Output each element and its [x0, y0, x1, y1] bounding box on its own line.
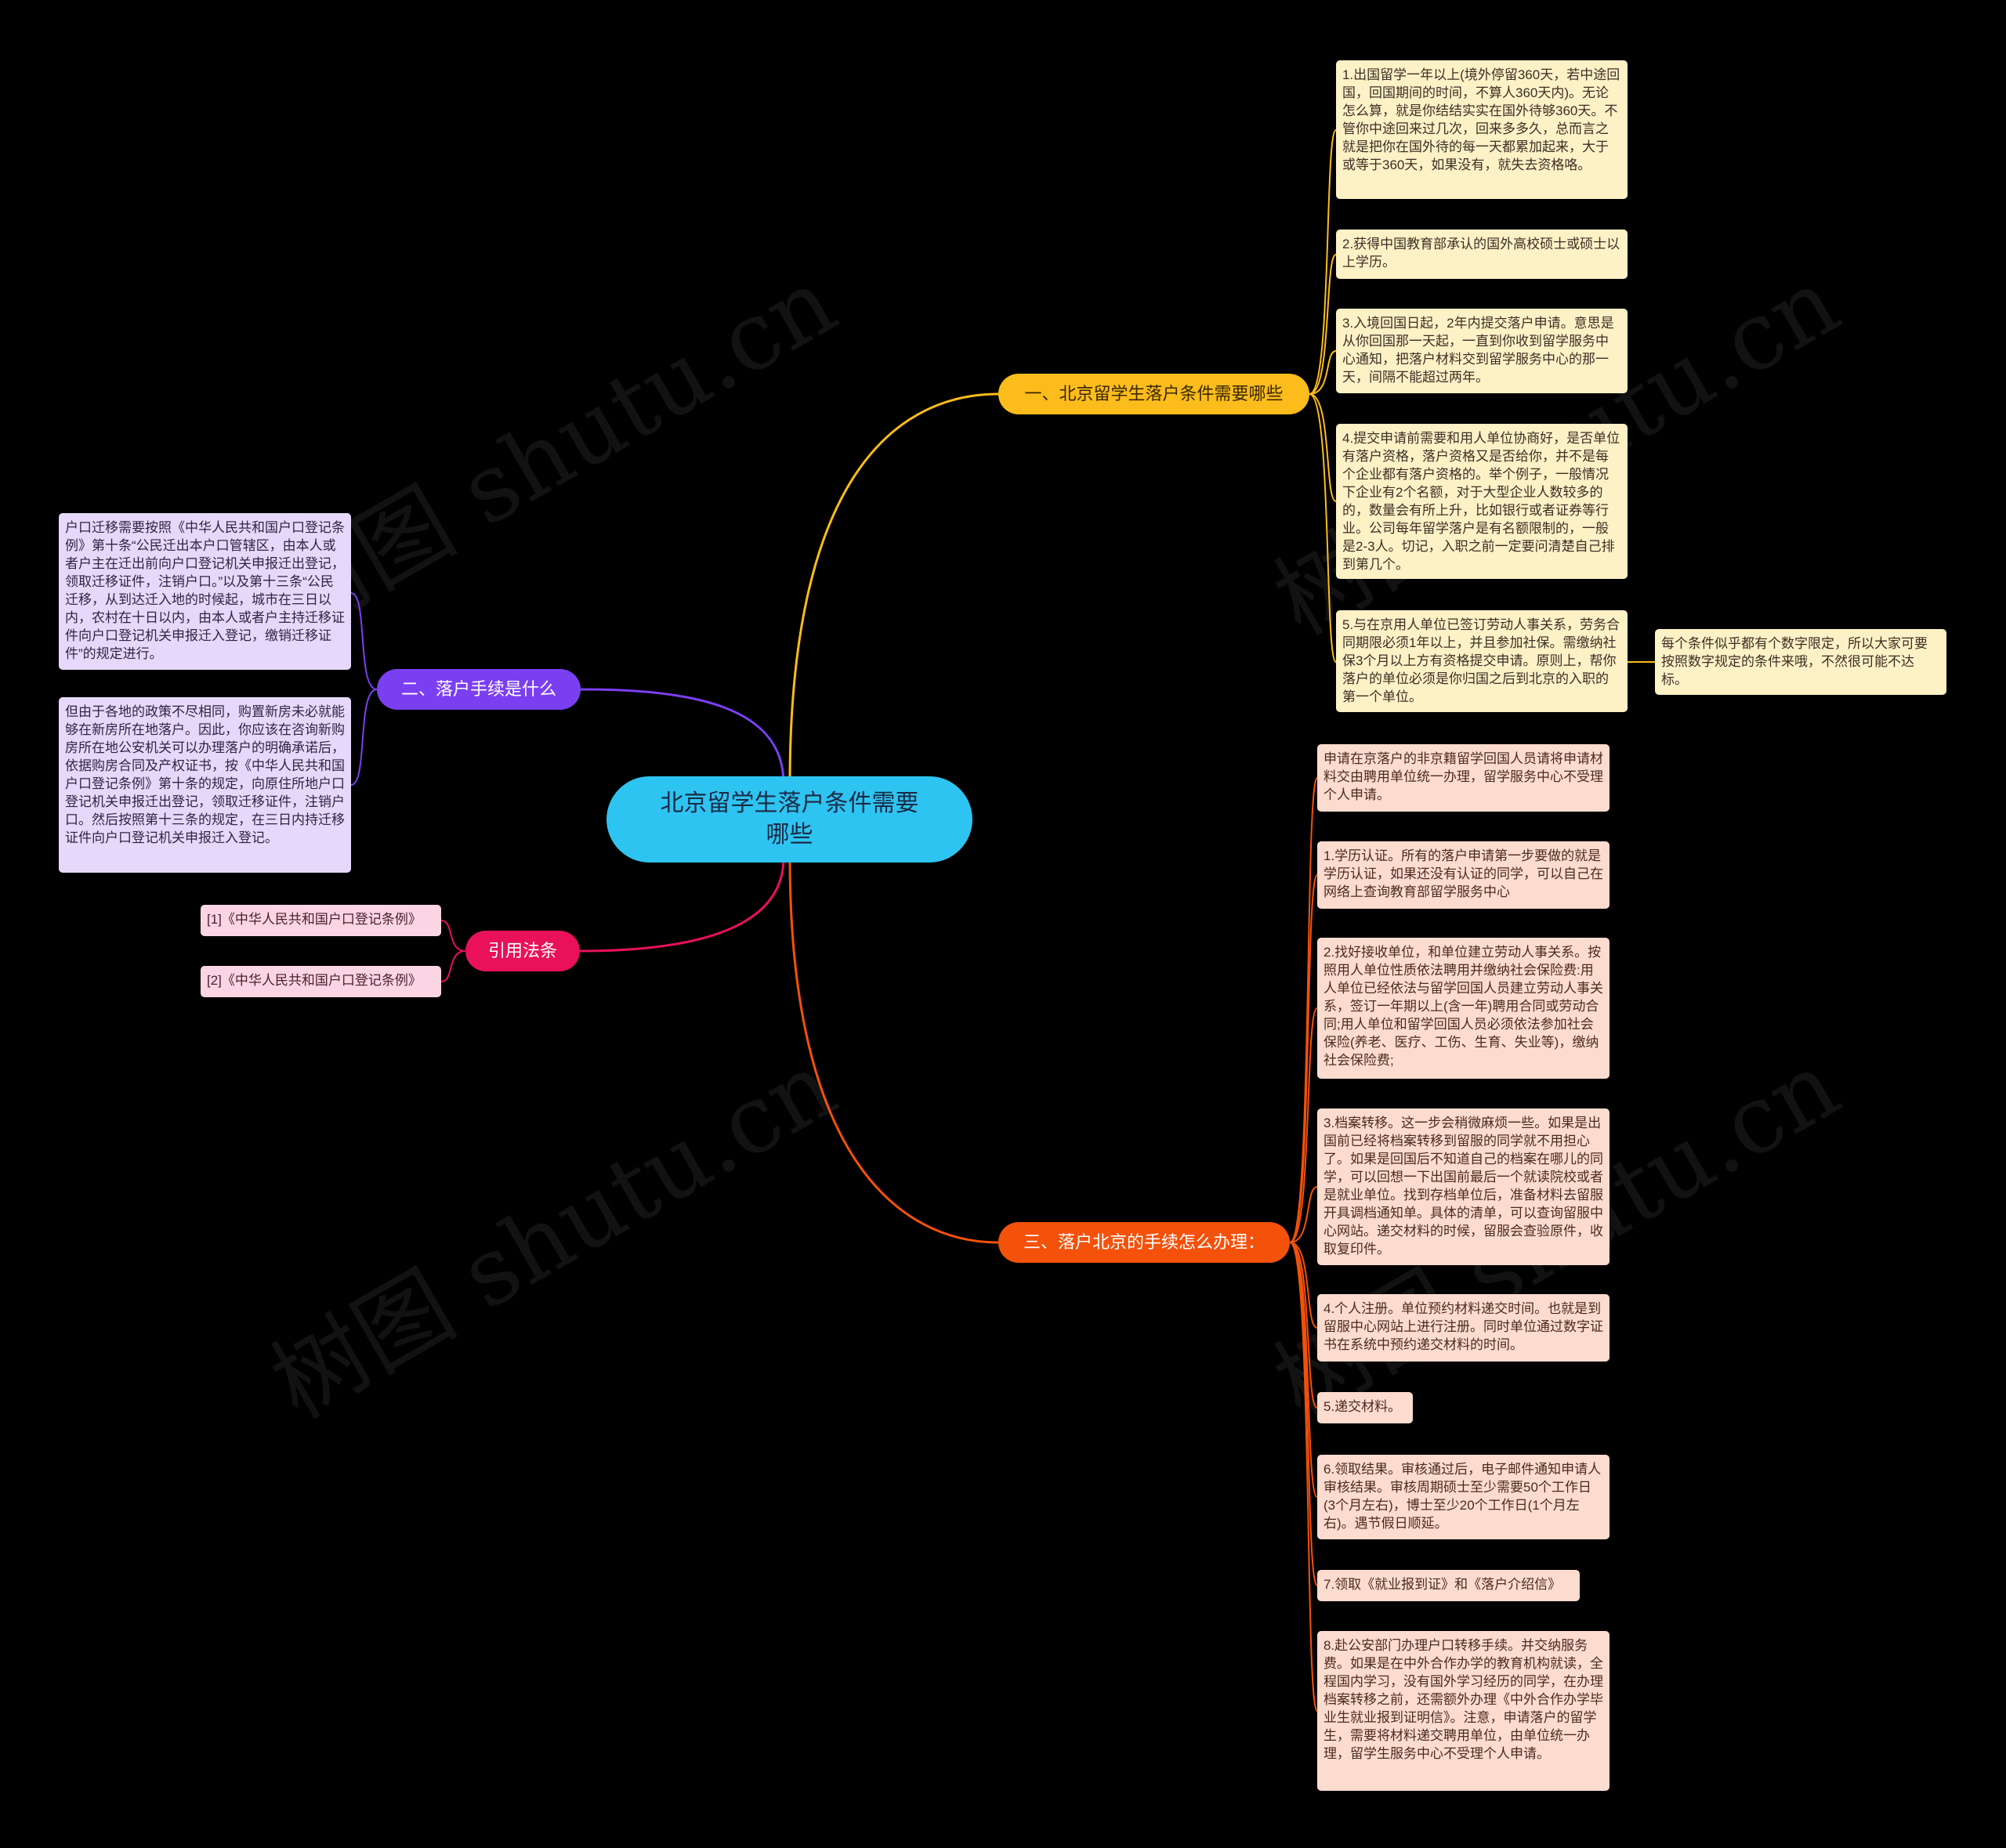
- condition-item-1[interactable]: 1.出国留学一年以上(境外停留360天，若中途回国，回国期间的时间，不算人360…: [1336, 60, 1628, 199]
- branch4-links: [1289, 777, 1318, 1712]
- condition-item-5[interactable]: 5.与在京用人单位已签订劳动人事关系，劳务合同期限必须1年以上，并且参加社保。需…: [1336, 610, 1628, 712]
- condition-note[interactable]: 每个条件似乎都有个数字限定，所以大家可要按照数字规定的条件来哦，不然很可能不达标…: [1655, 629, 1946, 695]
- link-root-branch3: [579, 857, 785, 953]
- process-item-intro[interactable]: 申请在京落户的非京籍留学回国人员请将申请材料交由聘用单位统一办理，留学服务中心不…: [1317, 744, 1610, 812]
- process-item-6[interactable]: 6.领取结果。审核通过后，电子邮件通知申请人审核结果。审核周期硕士至少需要50个…: [1317, 1455, 1610, 1539]
- branch-beijing-process-label: 三、落户北京的手续怎么办理：: [1023, 1232, 1265, 1252]
- branch-conditions[interactable]: 一、北京留学生落户条件需要哪些: [998, 374, 1309, 414]
- link-root-branch2: [580, 688, 785, 784]
- branch3-links: [440, 920, 466, 982]
- procedure-item-1[interactable]: 户口迁移需要按照《中华人民共和国户口登记条例》第十条“公民迁出本户口管辖区，由本…: [59, 513, 351, 670]
- branch-procedures-label: 二、落户手续是什么: [400, 679, 556, 699]
- cited-law-2[interactable]: [2]《中华人民共和国户口登记条例》: [201, 966, 441, 997]
- process-item-7[interactable]: 7.领取《就业报到证》和《落户介绍信》: [1317, 1570, 1580, 1601]
- branch-cited-laws-label: 引用法条: [487, 941, 557, 960]
- condition-item-3[interactable]: 3.入境回国日起，2年内提交落户申请。意思是从你回国那一天起，一直到你收到留学服…: [1336, 309, 1628, 393]
- cited-law-1[interactable]: [1]《中华人民共和国户口登记条例》: [201, 905, 441, 936]
- root-topic[interactable]: 北京留学生落户条件需要哪些: [607, 776, 972, 863]
- link-root-branch4: [788, 857, 999, 1244]
- procedure-item-2[interactable]: 但由于各地的政策不尽相同，购置新房未必就能够在新房所在地落户。因此，你应该在咨询…: [59, 697, 351, 873]
- link-root-branch1: [788, 392, 999, 784]
- branch2-links: [350, 592, 378, 786]
- process-item-1[interactable]: 1.学历认证。所有的落户申请第一步要做的就是学历认证，如果还没有认证的同学，可以…: [1317, 841, 1610, 909]
- process-item-5[interactable]: 5.递交材料。: [1317, 1392, 1413, 1423]
- root-topic-label: 北京留学生落户条件需要哪些: [660, 790, 919, 848]
- branch-cited-laws[interactable]: 引用法条: [465, 931, 580, 971]
- process-item-8[interactable]: 8.赴公安部门办理户口转移手续。并交纳服务费。如果是在中外合作办学的教育机构就读…: [1317, 1631, 1610, 1791]
- process-item-4[interactable]: 4.个人注册。单位预约材料递交时间。也就是到留服中心网站上进行注册。同时单位通过…: [1317, 1294, 1610, 1362]
- process-item-3[interactable]: 3.档案转移。这一步会稍微麻烦一些。如果是出国前已经将档案转移到留服的同学就不用…: [1317, 1108, 1610, 1265]
- watermark: 树图 shutu.cn: [254, 1031, 854, 1440]
- branch-procedures[interactable]: 二、落户手续是什么: [377, 669, 581, 710]
- branch1-links: [1309, 129, 1655, 663]
- process-item-2[interactable]: 2.找好接收单位，和单位建立劳动人事关系。按照用人单位性质依法聘用并缴纳社会保险…: [1317, 938, 1610, 1079]
- branch-beijing-process[interactable]: 三、落户北京的手续怎么办理：: [998, 1222, 1290, 1263]
- condition-item-2[interactable]: 2.获得中国教育部承认的国外高校硕士或硕士以上学历。: [1336, 230, 1628, 279]
- branch-conditions-label: 一、北京留学生落户条件需要哪些: [1024, 384, 1284, 403]
- condition-item-4[interactable]: 4.提交申请前需要和用人单位协商好，是否单位有落户资格，落户资格又是否给你，并不…: [1336, 424, 1628, 579]
